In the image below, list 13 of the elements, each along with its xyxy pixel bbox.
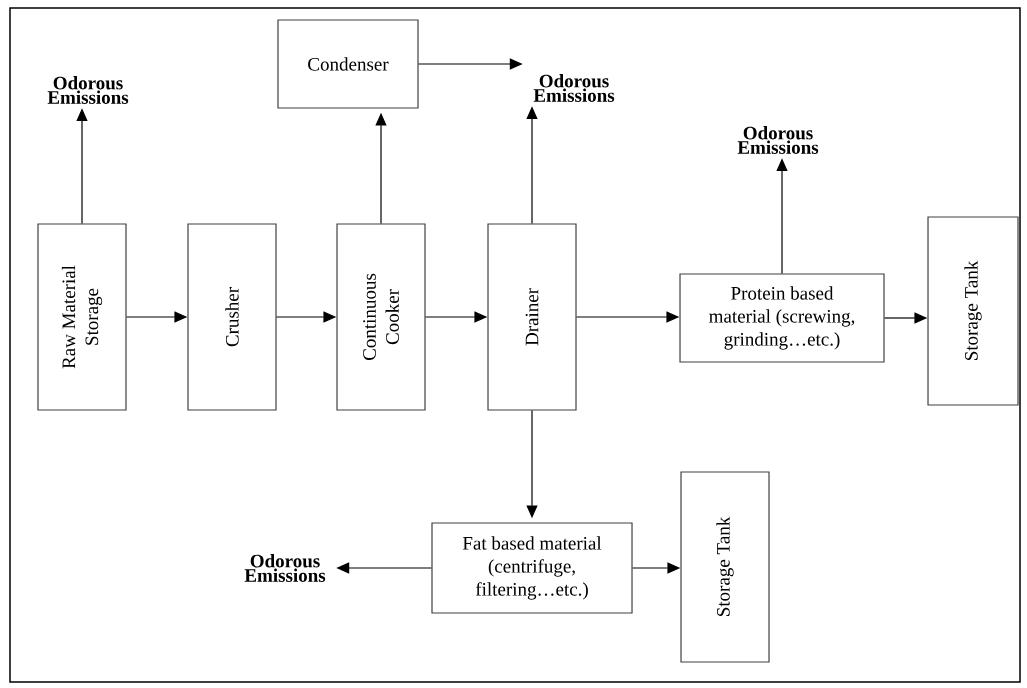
process-box: Continuous Cooker (336, 223, 426, 411)
process-box: Fat based material (centrifuge, filtering…etc.) (431, 522, 633, 614)
emission-label: Odorous Emissions (47, 76, 129, 104)
process-box: Storage Tank (680, 471, 770, 663)
emission-label: Odorous Emissions (737, 126, 819, 154)
process-box: Raw Material Storage (37, 223, 127, 411)
process-box: Protein based material (screwing, grinding…etc.) (679, 273, 885, 363)
process-box: Storage Tank (927, 216, 1019, 406)
emission-label: Odorous Emissions (244, 554, 326, 582)
emission-label: Odorous Emissions (533, 74, 615, 102)
process-box: Crusher (187, 223, 277, 411)
process-box: Condenser (277, 19, 419, 109)
process-box: Drainer (487, 223, 577, 411)
